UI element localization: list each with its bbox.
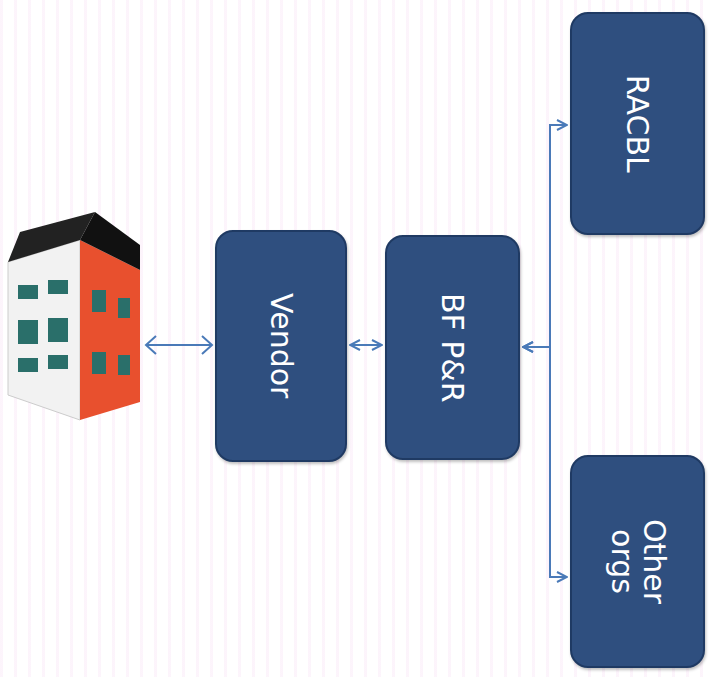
connector-arrow: [350, 344, 382, 346]
box-label: Vendor: [265, 282, 297, 410]
box-label: RACBL: [622, 58, 654, 189]
process-box: BF P&R: [385, 235, 520, 460]
process-box: RACBL: [570, 12, 705, 235]
connector-arrow: [523, 125, 567, 347]
box-label: BF P&R: [437, 282, 469, 413]
house-link-arrow: [146, 336, 212, 354]
connector-arrow: [523, 347, 567, 577]
process-box: Other orgs: [570, 455, 705, 668]
house-icon: [8, 212, 140, 420]
process-box: Vendor: [215, 230, 347, 462]
box-label: Other orgs: [606, 512, 669, 612]
